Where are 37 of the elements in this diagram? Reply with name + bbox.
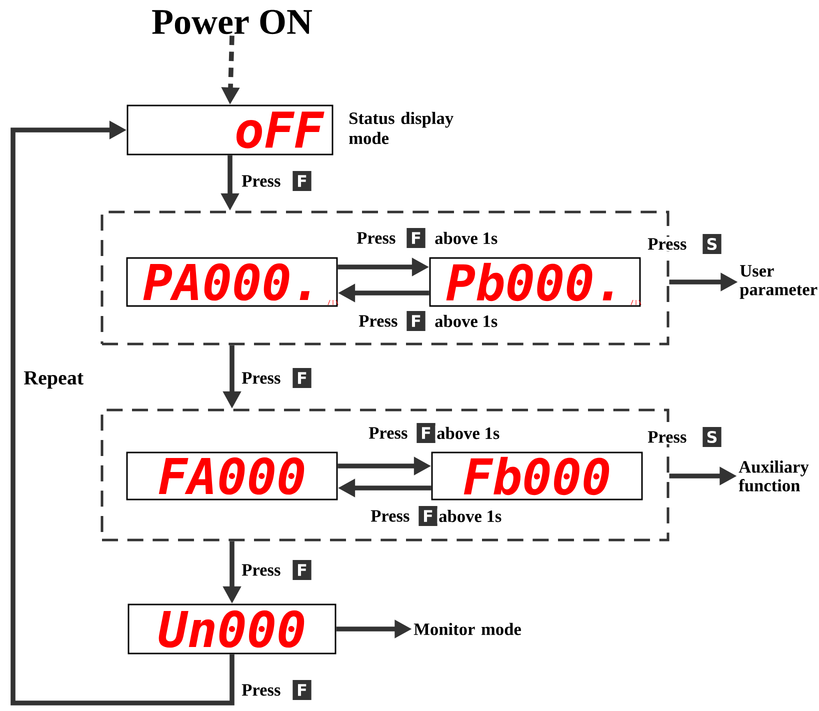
mode-label: Auxiliary function [738, 460, 809, 492]
note-text: above 1s [433, 230, 500, 246]
edge-label: Press [240, 562, 282, 578]
edge-label: Press [646, 430, 688, 444]
edge-label: Press [240, 370, 282, 386]
key-cap: F [406, 228, 426, 248]
segment-display: FA000 [126, 452, 338, 500]
note-text: above 1s [437, 508, 504, 524]
segment-display: oFF [126, 104, 334, 156]
segment-display: Fb000 [431, 452, 643, 500]
key-cap: F [292, 560, 312, 580]
key-cap: S [702, 234, 722, 254]
note-text: Repeat [24, 371, 84, 389]
segment-display: PA000. [126, 257, 338, 307]
edge-label: Press [355, 230, 398, 246]
note-text: above 1s [433, 314, 500, 328]
mode-label: Monitor mode [414, 622, 521, 636]
segment-display: Un000 [128, 604, 336, 654]
mode-label: Status display mode [349, 112, 454, 144]
segment-display: Pb000. [429, 257, 641, 307]
edge-label: Press [240, 174, 282, 188]
edge-label: Press [646, 236, 688, 252]
key-cap: F [418, 506, 438, 526]
key-cap: F [292, 680, 312, 700]
edge-label: Press [369, 508, 412, 524]
mode-label: User parameter [740, 265, 818, 299]
edge-label: Press [357, 314, 400, 328]
edge-label: Press [367, 426, 410, 440]
note-text: above 1s [435, 426, 501, 440]
edge-label: Press [240, 682, 282, 698]
title-text: Power ON [152, 10, 312, 34]
key-cap: S [702, 427, 722, 447]
key-cap: F [416, 423, 436, 443]
key-cap: F [406, 311, 426, 331]
key-cap: F [292, 171, 312, 191]
key-cap: F [292, 368, 312, 388]
arrow [10, 120, 234, 706]
